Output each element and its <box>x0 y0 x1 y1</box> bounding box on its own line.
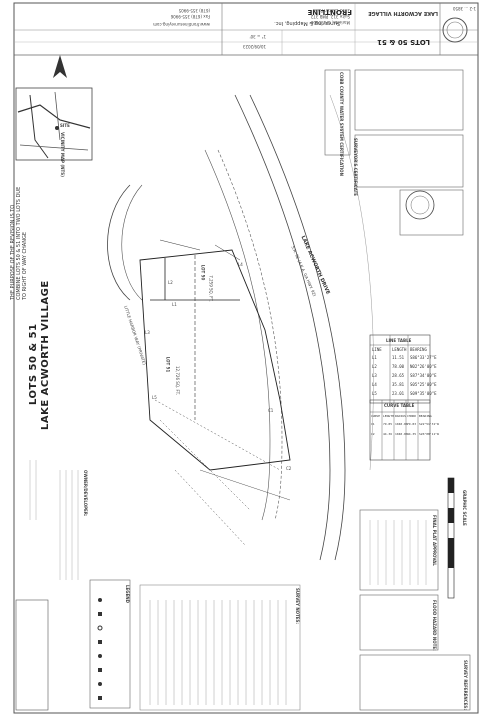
address-line-2: Suite 312, PMB 372 <box>310 14 350 19</box>
line-table-cell: S86°33'27"E <box>410 355 437 360</box>
legend-frame <box>89 579 131 709</box>
bearing-label-l2: L2 <box>168 280 173 285</box>
lot-51-label: LOT 51 <box>165 356 171 373</box>
graphic-scale <box>447 477 455 599</box>
lot-50-area: 7,259 SQ. FT. <box>208 275 214 302</box>
line-table-cell: L5 <box>372 391 377 396</box>
line-table-cell: 35.81 <box>392 382 405 387</box>
curve-table-cell: 1040.00 <box>395 422 408 426</box>
curve-table-cell: 1040.00 <box>395 432 408 436</box>
line-table-cell: L4 <box>372 382 377 387</box>
line-table-cell: L3 <box>372 373 377 378</box>
address-line-3: Marietta, GA 30066 <box>310 20 350 25</box>
revision-purpose-note: THE PURPOSE OF THE REVISION IS TO COMBIN… <box>10 186 28 300</box>
vicinity-map-site: SITE <box>60 123 70 128</box>
line-table-header: LENGTH <box>392 347 407 352</box>
sheet-number: 1-2 ... 3850 <box>452 6 476 11</box>
curve-table-cell: 44.35 <box>407 432 417 436</box>
address-line-1: 3395 Canton Road <box>312 8 350 13</box>
line-table-cell: S87°34'00"E <box>410 373 437 378</box>
curve-table-frame <box>369 399 431 461</box>
survey-references-title: SURVEY REFERENCES: <box>463 660 468 710</box>
line-table-cell: 23.01 <box>392 391 405 396</box>
line-table-header: BEARING <box>410 347 427 352</box>
line-table-cell: 28.65 <box>392 373 405 378</box>
line-table-cell: N02°26'00"E <box>410 364 437 369</box>
vicinity-map-frame <box>15 87 93 161</box>
line-table-cell: S05°25'00"E <box>410 382 437 387</box>
curve-table-cell: S22°51'31"W <box>419 422 439 426</box>
surveyor-seal-icon <box>442 17 468 43</box>
bearing-label-c1: C1 <box>268 408 274 413</box>
line-table-cell: L2 <box>372 364 377 369</box>
lot-boundaries <box>139 249 291 471</box>
bearing-label-l4: L4 <box>238 262 243 267</box>
registered-surveyor-seal-icon <box>405 190 435 220</box>
curve-table-header: BEARING <box>419 414 432 418</box>
curve-table-cell: 44.36 <box>383 432 393 436</box>
curve-table-title: CURVE TABLE <box>384 403 415 408</box>
line-table-cell: 78.00 <box>392 364 405 369</box>
line-table-frame <box>369 334 431 404</box>
north-arrow-icon <box>53 55 67 78</box>
owner-developer-title: OWNER/DEVELOPER: <box>83 470 88 517</box>
curve-table-cell: 79.83 <box>407 422 417 426</box>
phone-number: (678) 355-9905 <box>178 8 210 13</box>
legend-title: LEGEND <box>125 585 130 603</box>
line-table-header: LINE <box>372 347 382 352</box>
lot-51-area: 12,726 SQ. FT. <box>174 366 180 395</box>
curve-table-header: LENGTH <box>383 414 394 418</box>
plat-heading-lots: LOTS 50 & 51 <box>28 323 39 405</box>
curve-table-header: CHORD <box>407 414 417 418</box>
curve-table-header: CURVE <box>371 414 381 418</box>
vicinity-map-title: VICINITY MAP (NTS) <box>59 132 65 177</box>
bearing-label-c2: C2 <box>286 466 292 471</box>
company-website: www.frontlinesurveying.com <box>153 22 210 27</box>
curve-table-cell: C1 <box>371 422 375 426</box>
title-block-lots: LOTS 50 & 51 <box>377 38 430 46</box>
curve-table-header: RADIUS <box>395 414 406 418</box>
plat-date: 10/09/2023 <box>242 44 266 49</box>
plat-scale: 1" = 30' <box>249 34 266 39</box>
line-table-title: LINE TABLE <box>386 338 412 343</box>
fax-number: Fax (678) 355-9906 <box>170 14 210 19</box>
bearing-label-l1: L1 <box>172 302 177 307</box>
project-title: LAKE ACWORTH VILLAGE <box>368 10 438 16</box>
plat-approval-title: FINAL PLAT APPROVAL <box>432 515 437 566</box>
surveyor-cert-title: SURVEYOR'S CERTIFICATE <box>353 138 358 196</box>
graphic-scale-label: GRAPHIC SCALE <box>462 490 467 526</box>
survey-notes-title: SURVEY NOTES: <box>295 588 300 625</box>
water-cert-title: COBB COUNTY WATER SYSTEM CERTIFICATION <box>339 72 344 176</box>
lot-50-label: LOT 50 <box>200 264 206 281</box>
line-table-cell: S09°35'00"E <box>410 391 437 396</box>
plat-heading-subdivision: LAKE ACWORTH VILLAGE <box>40 280 51 430</box>
curve-table-cell: 79.85 <box>383 422 393 426</box>
bearing-label-l3: L3 <box>145 330 150 335</box>
curve-table-cell: C2 <box>371 432 375 436</box>
line-table-cell: 11.51 <box>392 355 405 360</box>
flood-hazard-title: FLOOD HAZARD NOTE: <box>432 600 437 651</box>
curve-table-cell: S26°08'11"W <box>419 432 439 436</box>
bearing-label-l5: L5 <box>152 395 157 400</box>
line-table-cell: L1 <box>372 355 377 360</box>
sheet-border <box>13 2 479 714</box>
